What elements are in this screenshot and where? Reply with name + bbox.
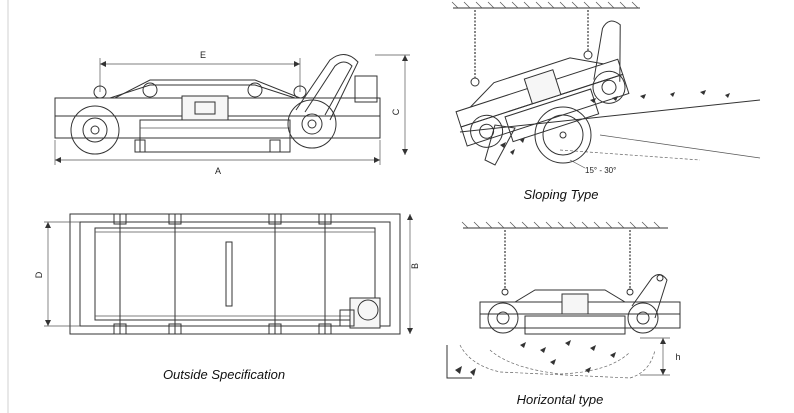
plan-view: B D Outside Specification (34, 213, 420, 382)
right-pulley (287, 99, 337, 149)
magnet-box (181, 95, 229, 121)
dim-c-label: C (391, 108, 401, 115)
horizontal-right-pulley (627, 302, 659, 334)
left-pulley (70, 105, 120, 155)
caption-outside: Outside Specification (163, 367, 285, 382)
side-elevation-view: E C (54, 50, 410, 176)
dim-h-label: h (675, 352, 680, 362)
horizontal-left-pulley (487, 302, 519, 334)
horizontal-type-view: h Horizontal type (446, 221, 681, 407)
center-magnet-bar (225, 241, 233, 307)
drive-belt (295, 54, 359, 121)
sloping-type-view: 15° - 30° Sloping Type (451, 1, 761, 202)
caption-sloping: Sloping Type (524, 187, 599, 202)
head-pulley (534, 106, 592, 164)
plan-outer-frame (69, 213, 401, 335)
dim-b-label: B (410, 263, 420, 269)
dim-a-label: A (215, 166, 221, 176)
dim-d-label: D (34, 271, 44, 278)
dim-e-label: E (200, 50, 206, 60)
angle-label: 15° - 30° (585, 166, 616, 175)
conveyor-belt-top (459, 99, 761, 133)
caption-horizontal: Horizontal type (517, 392, 604, 407)
